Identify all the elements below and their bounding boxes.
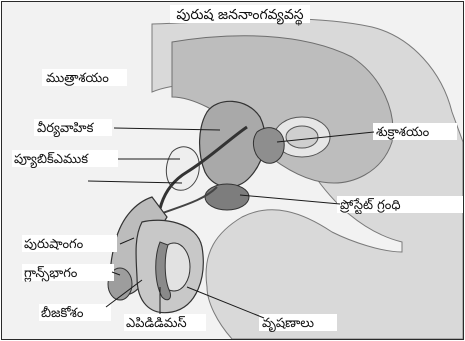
- label-prostate: ప్రోస్టేట్ గ్రంధి: [339, 198, 400, 215]
- label-seminal-vesicle: శుక్రాశయం: [376, 125, 430, 140]
- label-scrotum: బీజకోశం: [41, 305, 84, 321]
- label-epididymis: ఎపిడిడిమస్: [126, 316, 187, 331]
- label-penis: పురుషాంగం: [24, 237, 84, 252]
- label-glans: గ్లాన్స్‌భాగం: [24, 266, 78, 282]
- label-pubic-bone: ప్యూబిక్ఎముక: [14, 152, 89, 169]
- label-bladder: ముత్రాశయం: [46, 71, 109, 86]
- seminal-vesicle-shape: [253, 128, 284, 164]
- label-testes: వృషణాలు: [262, 316, 314, 333]
- label-vas-deferens: వీర్యవాహిక: [37, 121, 95, 138]
- prostate-shape: [205, 184, 249, 210]
- anatomy-diagram: పురుష జననాంగవ్యవస్థ ముత్రాశయం వీర్యవాహిక…: [2, 2, 463, 339]
- rectum-inner: [286, 126, 318, 148]
